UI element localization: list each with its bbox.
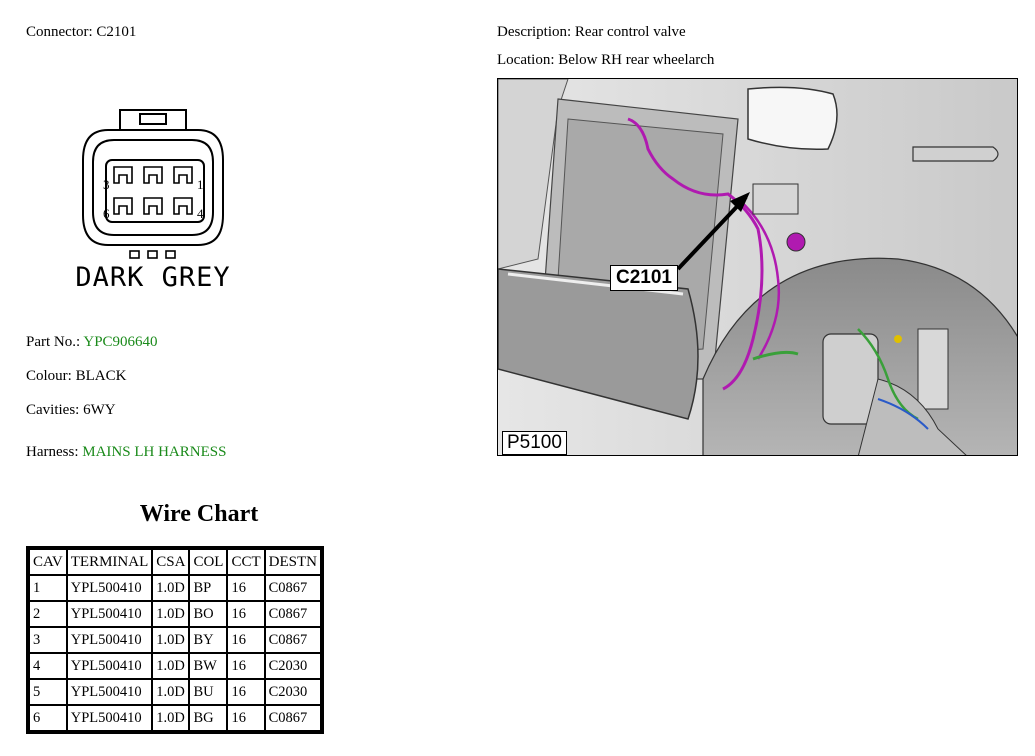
part-number-value: YPC906640 (83, 334, 158, 350)
connector-colour-caption: DARK GREY (75, 262, 231, 293)
header-col: COL (189, 549, 228, 575)
colour-value: BLACK (75, 368, 127, 384)
cell-csa: 1.0D (152, 679, 190, 705)
connector-line: Connector: C2101 (26, 24, 136, 41)
connector-label: Connector: (26, 24, 93, 40)
cell-cav: 6 (29, 705, 67, 731)
cell-terminal: YPL500410 (66, 653, 153, 679)
location-value: Below RH rear wheelarch (558, 52, 715, 68)
wire-chart-header-row: CAV TERMINAL CSA COL CCT DESTN (29, 549, 321, 575)
cell-col: BY (189, 627, 228, 653)
harness-value: MAINS LH HARNESS (82, 444, 227, 460)
cavity-number-4: 4 (197, 206, 204, 221)
harness-label: Harness: (26, 444, 79, 460)
cell-cav: 3 (29, 627, 67, 653)
cell-cct: 16 (227, 679, 265, 705)
cell-csa: 1.0D (152, 601, 190, 627)
cell-col: BP (189, 575, 228, 601)
cavity-number-3: 3 (103, 177, 110, 192)
description-line: Description: Rear control valve (497, 24, 686, 41)
cavities-line: Cavities: 6WY (26, 402, 116, 419)
cell-terminal: YPL500410 (66, 575, 153, 601)
cavity-number-1: 1 (197, 177, 204, 192)
table-row: 5 YPL500410 1.0D BU 16 C2030 (29, 679, 321, 705)
table-row: 6 YPL500410 1.0D BG 16 C0867 (29, 705, 321, 731)
wire-chart-table: CAV TERMINAL CSA COL CCT DESTN 1 YPL5004… (26, 546, 324, 734)
cell-cct: 16 (227, 601, 265, 627)
connector-face-drawing: 3 1 6 4 (82, 109, 224, 259)
cell-destn: C2030 (264, 653, 321, 679)
cell-csa: 1.0D (152, 653, 190, 679)
cell-col: BG (189, 705, 228, 731)
colour-line: Colour: BLACK (26, 368, 126, 385)
cell-csa: 1.0D (152, 627, 190, 653)
header-cav: CAV (29, 549, 67, 575)
cell-cct: 16 (227, 575, 265, 601)
cell-destn: C0867 (264, 627, 321, 653)
cell-terminal: YPL500410 (66, 679, 153, 705)
part-number-line: Part No.: YPC906640 (26, 334, 158, 351)
cell-col: BU (189, 679, 228, 705)
part-number-label: Part No.: (26, 334, 81, 350)
cell-cav: 2 (29, 601, 67, 627)
connector-value: C2101 (96, 24, 137, 40)
harness-line: Harness: MAINS LH HARNESS (26, 444, 226, 461)
cell-destn: C0867 (264, 601, 321, 627)
table-row: 2 YPL500410 1.0D BO 16 C0867 (29, 601, 321, 627)
location-label: Location: (497, 52, 555, 68)
cell-terminal: YPL500410 (66, 627, 153, 653)
cell-col: BO (189, 601, 228, 627)
cell-csa: 1.0D (152, 575, 190, 601)
cell-csa: 1.0D (152, 705, 190, 731)
location-illustration: C2101 P5100 (497, 78, 1018, 456)
cell-terminal: YPL500410 (66, 705, 153, 731)
header-cct: CCT (227, 549, 265, 575)
vehicle-rear-illustration (498, 79, 1017, 455)
header-csa: CSA (152, 549, 190, 575)
cell-cav: 5 (29, 679, 67, 705)
wire-chart-title: Wire Chart (139, 501, 259, 527)
description-value: Rear control valve (574, 24, 686, 40)
cavity-number-6: 6 (103, 206, 110, 221)
cell-cct: 16 (227, 705, 265, 731)
cell-destn: C2030 (264, 679, 321, 705)
cell-cav: 1 (29, 575, 67, 601)
cell-cct: 16 (227, 627, 265, 653)
cell-cav: 4 (29, 653, 67, 679)
cell-destn: C0867 (264, 705, 321, 731)
photo-reference-label: P5100 (502, 431, 567, 455)
cell-terminal: YPL500410 (66, 601, 153, 627)
cell-destn: C0867 (264, 575, 321, 601)
table-row: 4 YPL500410 1.0D BW 16 C2030 (29, 653, 321, 679)
cavities-value: 6WY (83, 402, 116, 418)
description-label: Description: (497, 24, 572, 40)
table-row: 1 YPL500410 1.0D BP 16 C0867 (29, 575, 321, 601)
cavities-label: Cavities: (26, 402, 80, 418)
cell-cct: 16 (227, 653, 265, 679)
table-row: 3 YPL500410 1.0D BY 16 C0867 (29, 627, 321, 653)
cell-col: BW (189, 653, 228, 679)
colour-label: Colour: (26, 368, 72, 384)
location-line: Location: Below RH rear wheelarch (497, 52, 714, 69)
header-destn: DESTN (264, 549, 321, 575)
header-terminal: TERMINAL (66, 549, 153, 575)
photo-callout-label: C2101 (610, 265, 678, 291)
